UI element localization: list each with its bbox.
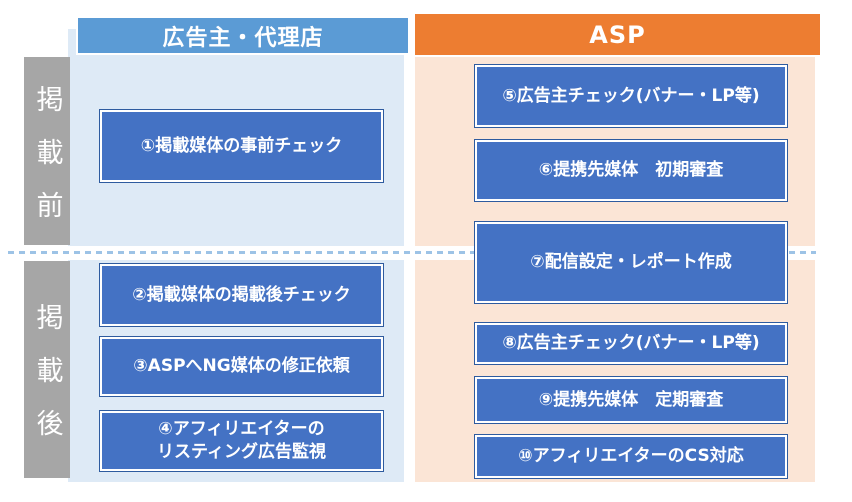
phase-label-after: 掲載後 xyxy=(31,303,63,462)
phase-bar-after: 掲載後 xyxy=(24,261,70,478)
phase-divider-dashed-line xyxy=(8,251,816,254)
process-box-4-listing-ad-monitoring: ④アフィリエイターの リスティング広告監視 xyxy=(99,410,384,472)
column-header-advertiser: 広告主・代理店 xyxy=(76,16,410,55)
phase-label-before: 掲載前 xyxy=(31,84,63,244)
process-box-3-ng-fix-request: ③ASPへNG媒体の修正依頼 xyxy=(99,336,384,397)
process-box-10-affiliate-cs: ⑩アフィリエイターのCS対応 xyxy=(474,434,788,479)
process-box-6-initial-review: ⑥提携先媒体 初期審査 xyxy=(474,139,788,202)
process-box-7-delivery-report: ⑦配信設定・レポート作成 xyxy=(474,221,788,304)
process-box-9-periodic-review: ⑨提携先媒体 定期審査 xyxy=(474,376,788,424)
process-box-8-advertiser-check: ⑧広告主チェック(バナー・LP等) xyxy=(474,322,788,365)
phase-bar-before: 掲載前 xyxy=(24,57,70,245)
process-box-5-advertiser-check: ⑤広告主チェック(バナー・LP等) xyxy=(474,64,788,128)
process-box-2-post-check: ②掲載媒体の掲載後チェック xyxy=(99,263,384,327)
process-box-1-pre-check: ①掲載媒体の事前チェック xyxy=(99,109,384,183)
column-header-asp: ASP xyxy=(413,12,822,57)
